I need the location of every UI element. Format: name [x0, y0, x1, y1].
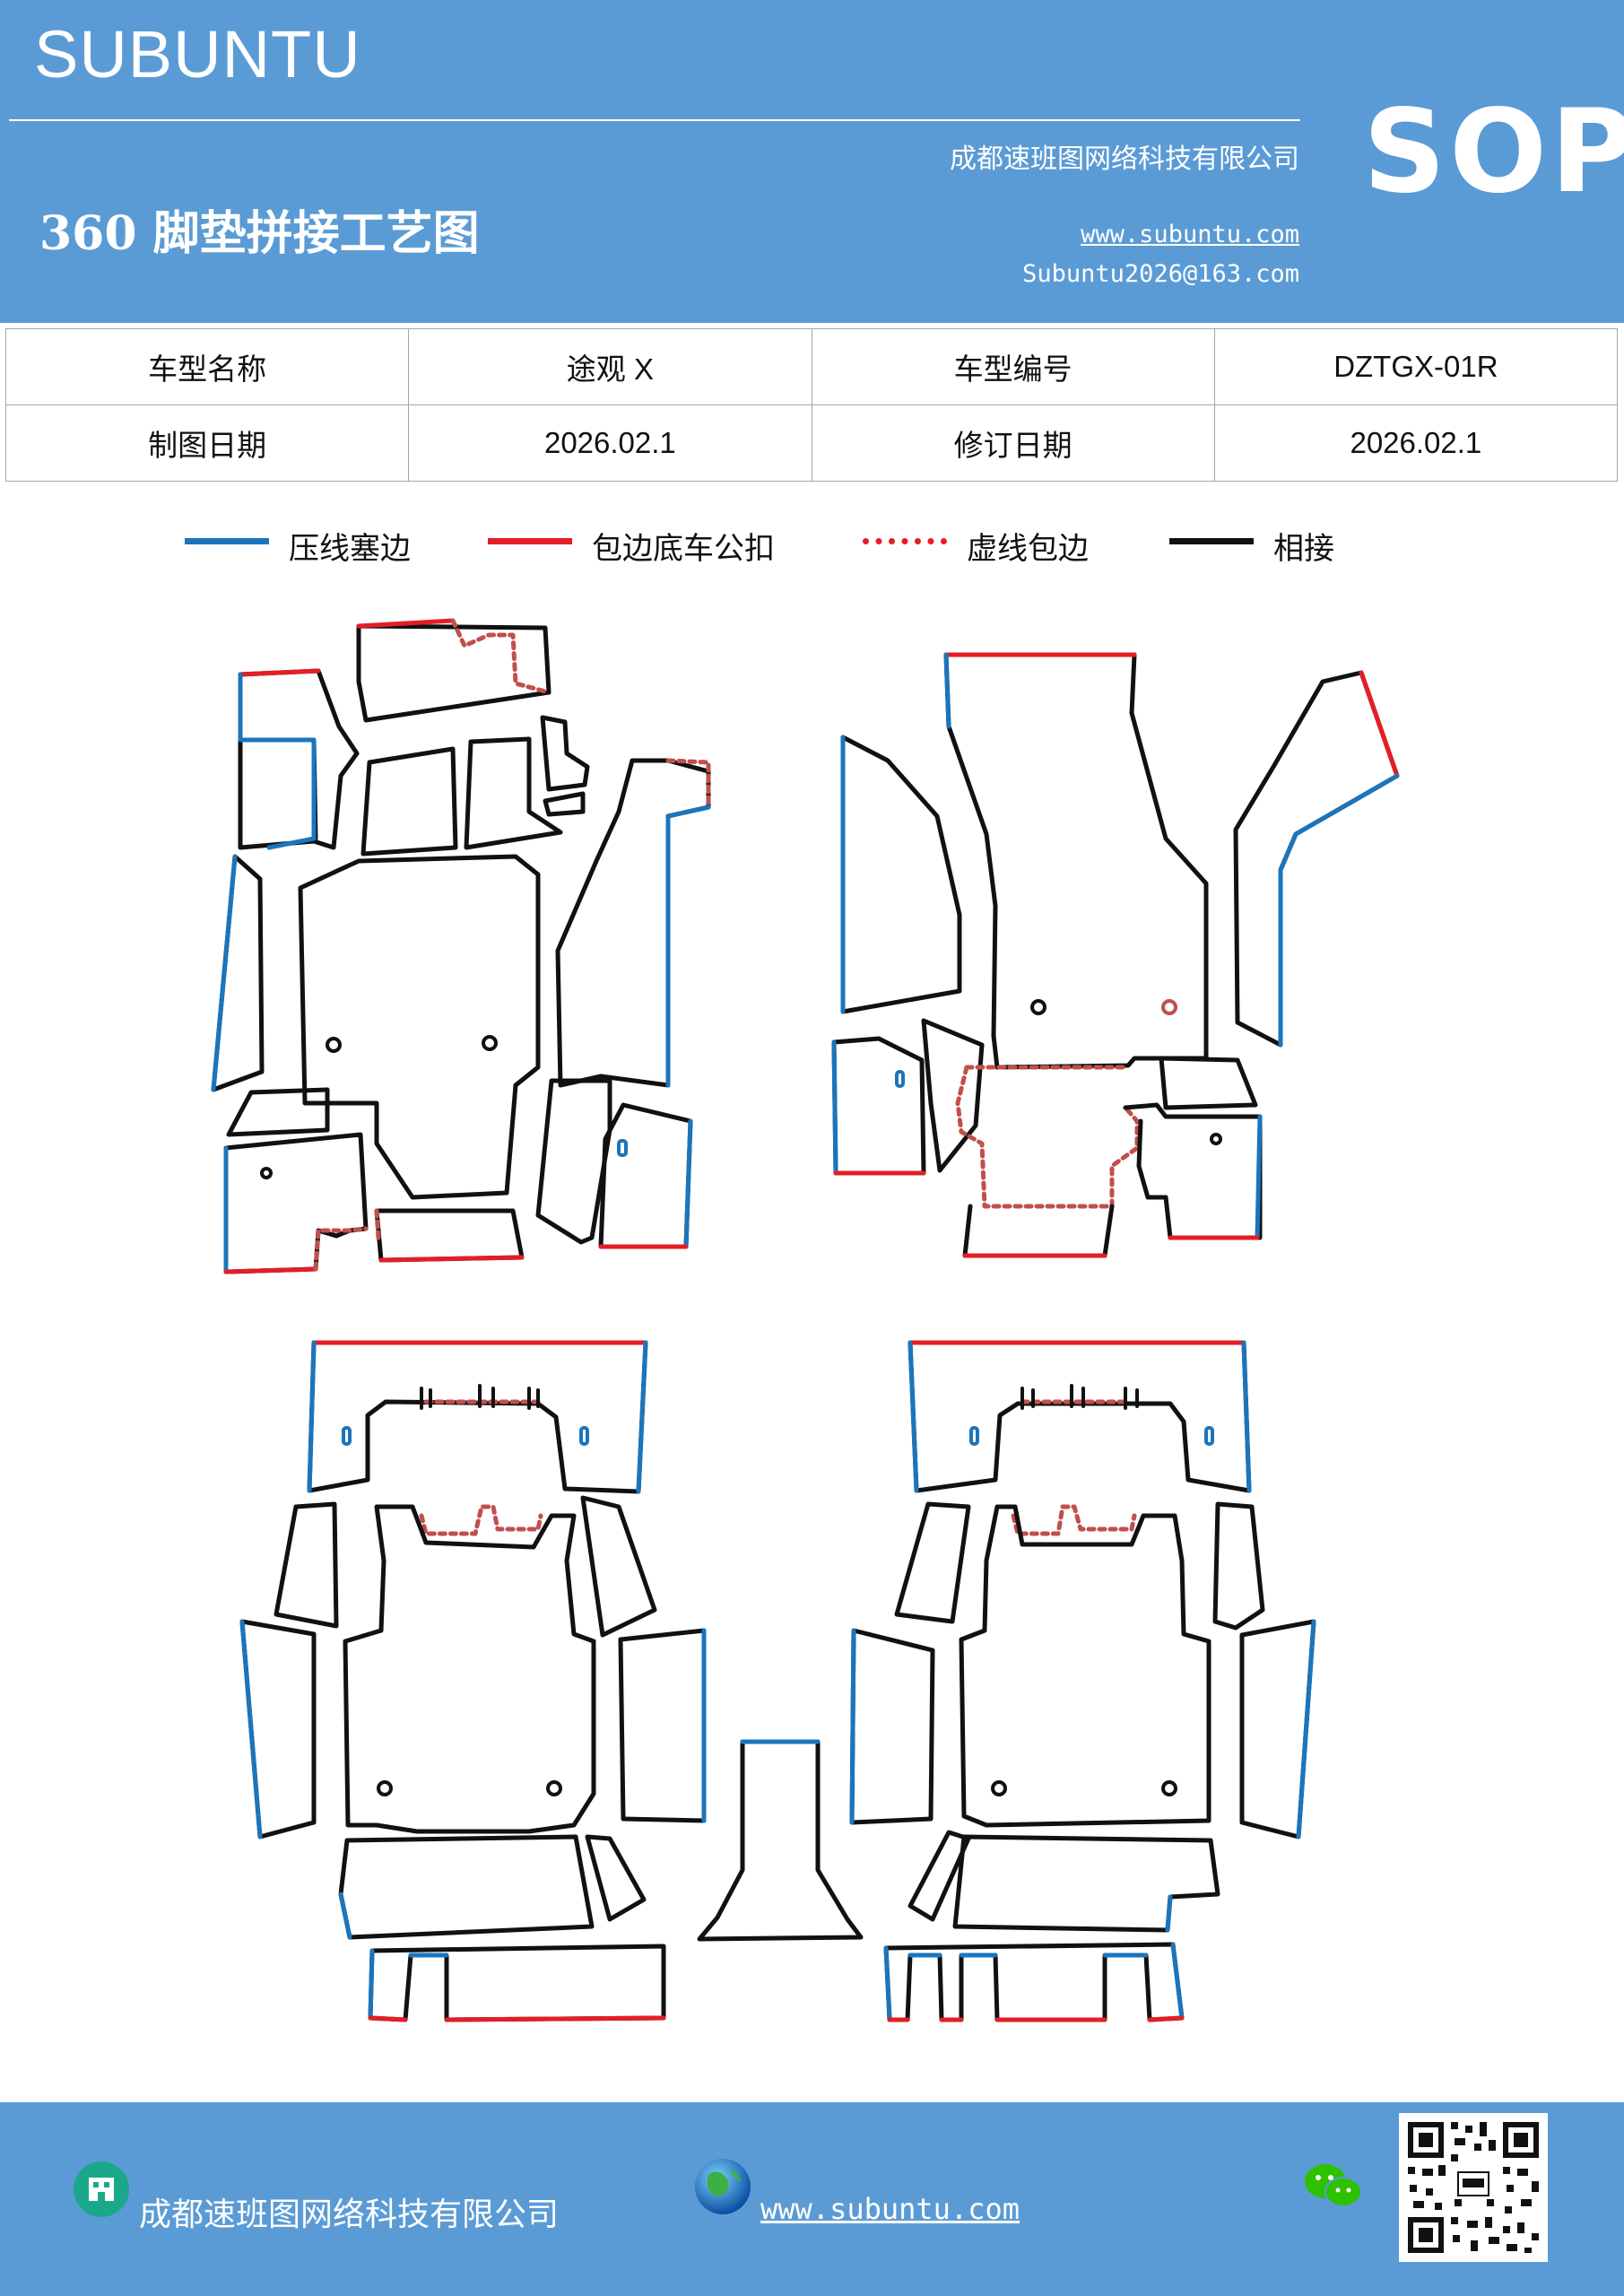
vehicle-info-table: 车型名称 途观 X 车型编号 DZTGX-01R 制图日期 2026.02.1 … — [4, 328, 1619, 482]
tunnel-piece — [697, 1739, 864, 1942]
legend-label: 压线塞边 — [289, 531, 411, 567]
table-row: 车型名称 途观 X 车型编号 DZTGX-01R — [4, 328, 1619, 405]
sop-badge: SOP — [1363, 85, 1624, 219]
legend-swatch-black — [1169, 538, 1254, 544]
table-cell: 途观 X — [408, 328, 812, 405]
brand-name: SUBUNTU — [34, 17, 361, 91]
footer-band: 成都速班图网络科技有限公司 www.subuntu.com — [0, 2102, 1624, 2296]
header-email: Subuntu2026@163.com — [1022, 260, 1299, 288]
footer-company: 成都速班图网络科技有限公司 — [139, 2196, 560, 2233]
qr-code[interactable] — [1399, 2113, 1548, 2262]
table-cell: 2026.02.1 — [1213, 404, 1619, 482]
legend-swatch-red — [488, 538, 572, 544]
header-company: 成都速班图网络科技有限公司 — [950, 144, 1299, 175]
line-legend: 压线塞边 包边底车公扣 虚线包边 相接 — [0, 529, 1624, 574]
legend-label: 相接 — [1273, 531, 1334, 567]
rear-right-mat-group — [849, 1340, 1316, 2022]
table-cell: 修订日期 — [811, 404, 1215, 482]
table-cell: 车型名称 — [4, 328, 410, 405]
header-divider — [9, 119, 1300, 121]
table-cell: 制图日期 — [4, 404, 410, 482]
header-band: SUBUNTU SOP 成都速班图网络科技有限公司 360 脚垫拼接工艺图 ww… — [0, 0, 1624, 323]
header-website-link[interactable]: www.subuntu.com — [1081, 221, 1299, 248]
globe-icon — [695, 2159, 751, 2214]
table-cell: DZTGX-01R — [1213, 328, 1619, 405]
rear-left-mat-group — [239, 1340, 707, 2022]
table-cell: 车型编号 — [811, 328, 1215, 405]
wechat-icon — [1305, 2164, 1362, 2207]
table-cell: 2026.02.1 — [408, 404, 812, 482]
building-icon — [74, 2161, 129, 2217]
table-row: 制图日期 2026.02.1 修订日期 2026.02.1 — [4, 404, 1619, 482]
front-right-mat-group — [831, 652, 1400, 1258]
legend-swatch-blue — [185, 538, 269, 544]
front-left-mat-group — [211, 618, 711, 1274]
legend-swatch-red-dotted — [863, 538, 947, 544]
legend-label: 包边底车公扣 — [592, 531, 775, 567]
footer-website-link[interactable]: www.subuntu.com — [760, 2192, 1020, 2226]
legend-label: 虚线包边 — [967, 531, 1089, 567]
document-title: 360 脚垫拼接工艺图 — [39, 206, 480, 261]
